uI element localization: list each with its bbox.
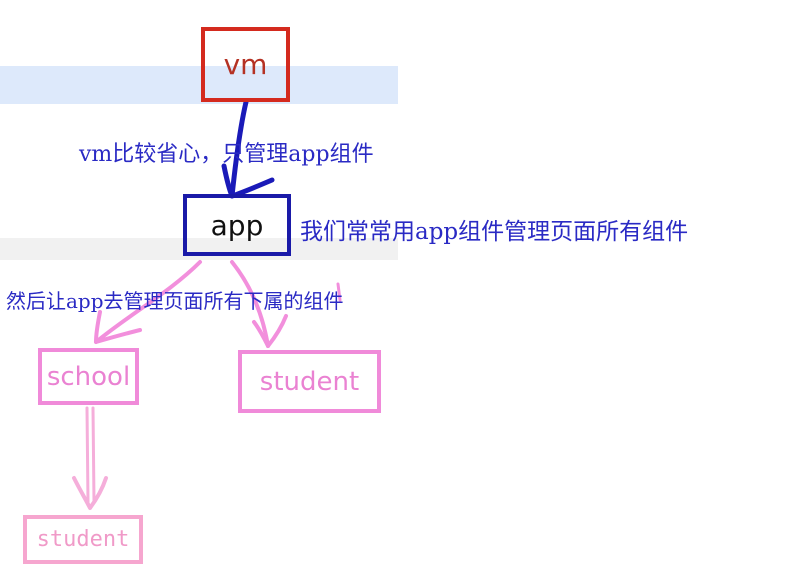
node-student-top-label: student: [259, 366, 360, 397]
node-vm-label: vm: [223, 48, 268, 81]
arrow-app-to-student: [230, 260, 270, 348]
annotation-subcomponents: 然后让app去管理页面所有下属的组件: [6, 289, 344, 313]
node-app-label: app: [210, 208, 264, 242]
node-student-bottom: student: [23, 515, 143, 564]
arrow-app-to-school: [94, 260, 202, 344]
highlight-band-top: [0, 66, 398, 104]
node-student-bottom-label: student: [36, 527, 130, 552]
arrowhead-school-to-student: [72, 476, 108, 510]
stroke-mark-pink: [336, 282, 342, 302]
arrowhead-app-to-school: [94, 310, 142, 344]
arrowhead-app-to-student: [252, 314, 288, 348]
arrow-vm-to-app: [229, 99, 249, 199]
node-student-top: student: [238, 350, 381, 413]
arrow-school-to-student: [85, 406, 96, 504]
annotation-vm: vm比较省心，只管理app组件: [79, 142, 374, 167]
node-school-label: school: [46, 361, 131, 392]
highlight-band-middle: [0, 238, 398, 260]
node-vm: vm: [201, 27, 290, 102]
annotation-app: 我们常常用app组件管理页面所有组件: [300, 219, 689, 245]
node-app: app: [183, 194, 291, 256]
node-school: school: [38, 348, 139, 405]
